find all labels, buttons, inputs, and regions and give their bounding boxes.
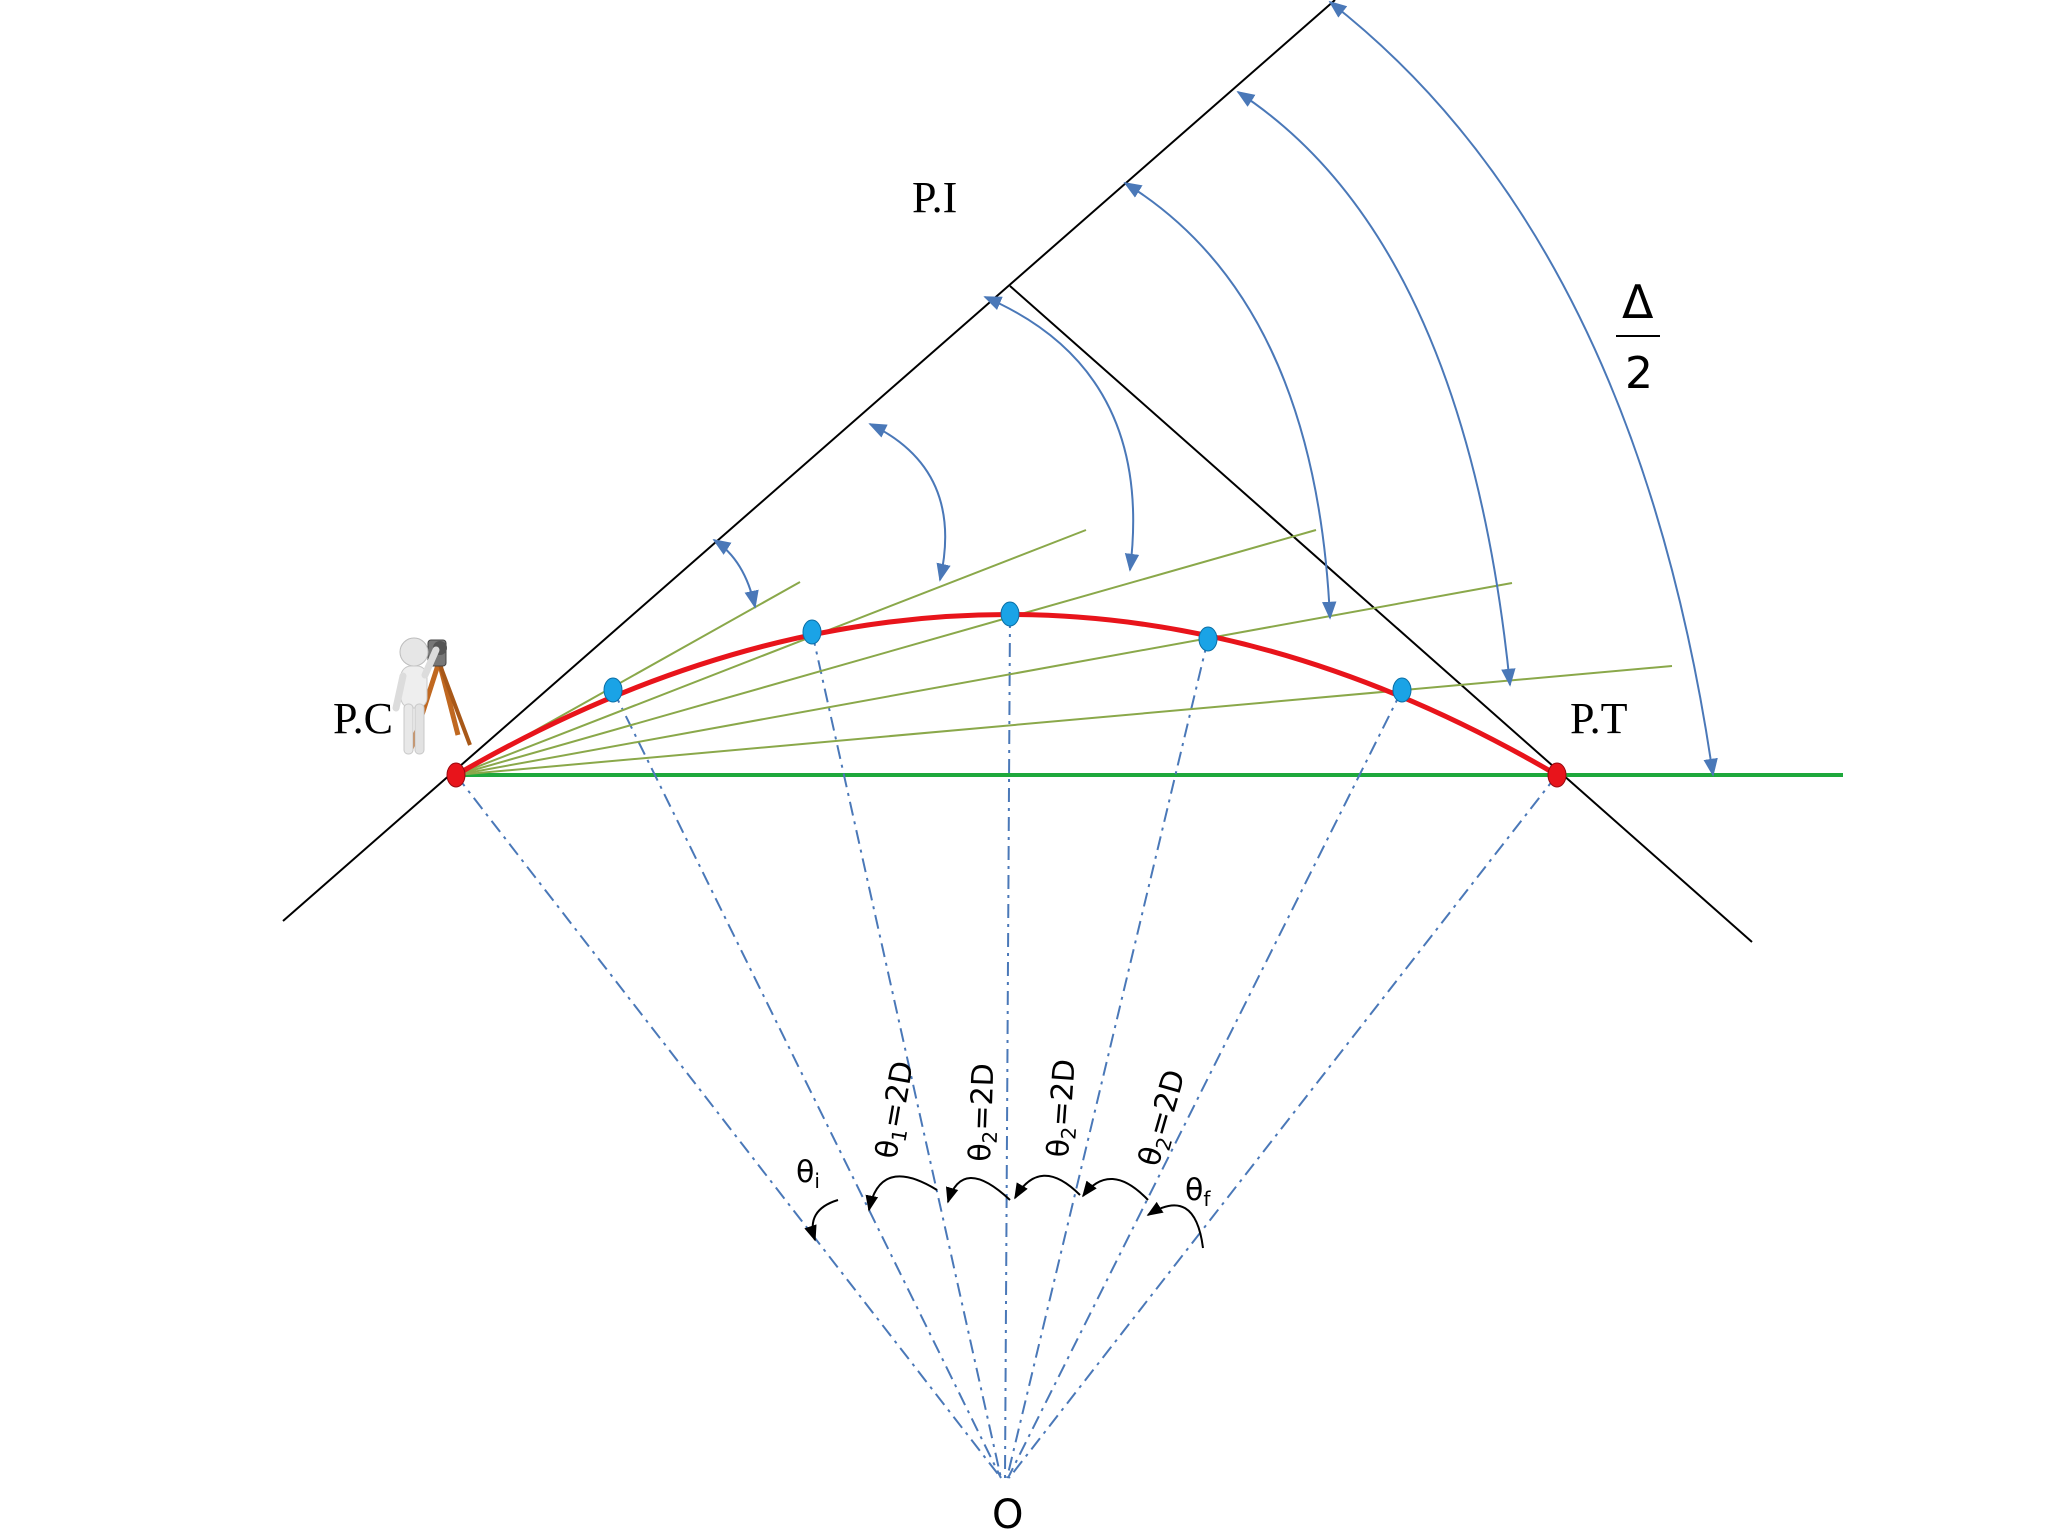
- deflection-arc-5: [1236, 91, 1516, 687]
- pi-label: P.I: [912, 173, 957, 222]
- station-point-3: [1000, 601, 1020, 627]
- delta-denominator: 2: [1625, 348, 1653, 399]
- central-arc-theta-i: [804, 1199, 839, 1242]
- pt-point: [1547, 762, 1567, 788]
- pc-point: [446, 762, 466, 788]
- radial-line-4: [1006, 638, 1209, 1479]
- pt-label: P.T: [1570, 694, 1628, 743]
- radial-line-3: [1004, 613, 1011, 1479]
- radial-line-pc: [455, 774, 1002, 1479]
- theta-f-label: θf: [1185, 1173, 1211, 1211]
- theta-i-label: θi: [796, 1155, 820, 1193]
- deflection-arc-3: [983, 296, 1140, 572]
- theta-2-label-a: θ2=2D: [963, 1063, 1004, 1163]
- station-point-4: [1198, 626, 1218, 652]
- deflection-arc-total: [1328, 0, 1718, 777]
- theta-1-label: θ1=2D: [869, 1058, 924, 1162]
- radial-line-pt: [1008, 774, 1558, 1479]
- central-arc-theta-2a: [945, 1177, 1011, 1204]
- central-arc-theta-2b: [1014, 1174, 1081, 1200]
- central-angle-arcs: [804, 1174, 1204, 1249]
- delta-numerator: Δ: [1622, 275, 1654, 329]
- radial-line-2: [811, 631, 1002, 1479]
- back-tangent-line: [282, 0, 1336, 922]
- radial-line-1: [612, 689, 1002, 1479]
- deflection-arc-2: [868, 423, 951, 582]
- pc-label: P.C: [333, 694, 393, 743]
- sight-line-3: [455, 529, 1317, 776]
- central-arc-theta-2c: [1082, 1178, 1149, 1201]
- theta-2-label-b: θ2=2D: [1041, 1058, 1086, 1159]
- surveyor-with-theodolite-icon: [392, 637, 472, 755]
- delta-over-two-label: Δ 2: [1616, 275, 1660, 399]
- station-point-1: [603, 677, 623, 703]
- sight-line-2: [455, 529, 1087, 776]
- sight-line-5: [455, 665, 1673, 776]
- radial-lines: [455, 613, 1558, 1479]
- station-point-2: [802, 619, 822, 645]
- station-point-5: [1392, 677, 1412, 703]
- deflection-arc-4: [1123, 182, 1337, 620]
- central-arc-theta-f: [1146, 1201, 1204, 1249]
- center-o-label: O: [992, 1492, 1023, 1536]
- curve-stations: [603, 601, 1412, 703]
- central-arc-theta-1: [865, 1175, 938, 1212]
- theta-2-label-c: θ2=2D: [1132, 1066, 1196, 1171]
- deflection-angle-arcs: [712, 0, 1718, 777]
- radial-line-5: [1007, 689, 1403, 1479]
- deflection-arc-1: [712, 539, 759, 609]
